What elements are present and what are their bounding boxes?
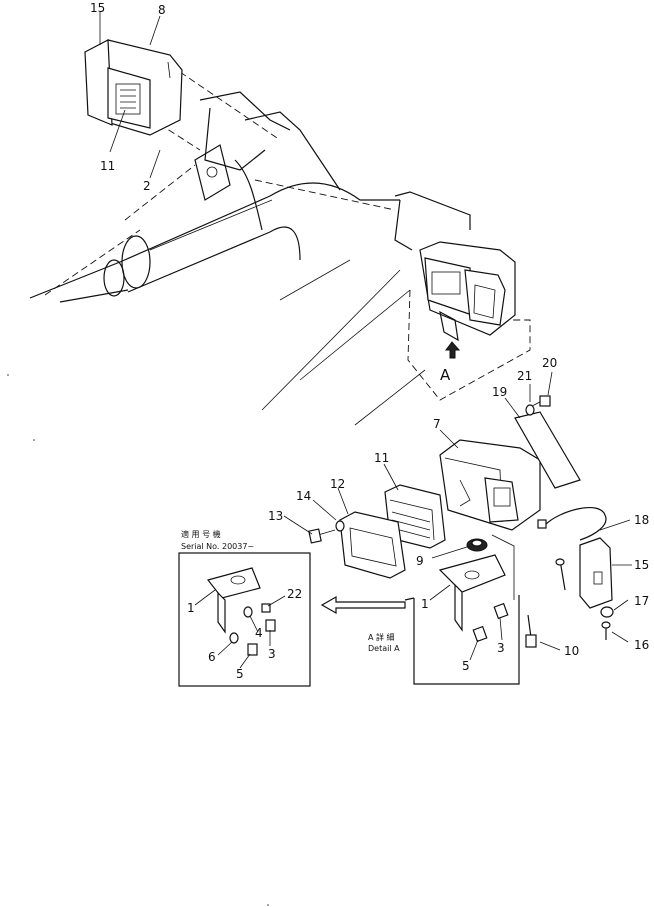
callout-17: 17 <box>634 594 649 608</box>
callout-11-top: 11 <box>100 159 115 173</box>
callout-1-detail: 1 <box>421 597 429 611</box>
detail-title-jp: A 詳 細 <box>368 632 395 642</box>
callout-15-mid: 15 <box>634 558 649 572</box>
gasket-12 <box>339 511 406 579</box>
detail-a-box <box>404 534 537 685</box>
callout-7: 7 <box>433 417 441 431</box>
callout-1-inset: 1 <box>187 601 195 615</box>
leader-lines <box>99 12 632 669</box>
callout-labels: 15 8 11 2 A 20 21 19 7 11 12 14 13 18 9 … <box>90 1 649 681</box>
callout-2: 2 <box>143 179 151 193</box>
lamp-housing-7 <box>439 439 541 531</box>
callout-16: 16 <box>634 638 649 652</box>
inset-title-jp: 適 用 号 機 <box>181 529 221 539</box>
callout-20: 20 <box>542 356 557 370</box>
work-lamp-upper <box>84 39 183 136</box>
callout-18: 18 <box>634 513 649 527</box>
callout-13: 13 <box>268 509 283 523</box>
callout-6: 6 <box>208 650 216 664</box>
callout-8: 8 <box>158 3 166 17</box>
inset-serial-box <box>178 552 406 687</box>
callout-11-mid: 11 <box>374 451 389 465</box>
callout-19: 19 <box>492 385 507 399</box>
callout-10: 10 <box>564 644 579 658</box>
callout-5-detail: 5 <box>462 659 470 673</box>
callout-5-inset: 5 <box>236 667 244 681</box>
callout-4: 4 <box>255 626 263 640</box>
callout-3-inset: 3 <box>268 647 276 661</box>
side-lamp-15 <box>537 506 614 640</box>
callout-12: 12 <box>330 477 345 491</box>
view-label-a: A <box>440 366 451 384</box>
captions: A 詳 細 Detail A 適 用 号 機 Serial No. 20037~ <box>181 529 400 653</box>
callout-14: 14 <box>296 489 311 503</box>
callout-21: 21 <box>517 369 532 383</box>
callout-22: 22 <box>287 587 302 601</box>
bolts-nuts <box>308 395 551 552</box>
callout-3-detail: 3 <box>497 641 505 655</box>
work-lamp-installed <box>407 241 531 401</box>
inset-serial: Serial No. 20037~ <box>181 542 254 551</box>
detail-title-en: Detail A <box>368 644 400 653</box>
callout-9: 9 <box>416 554 424 568</box>
callout-15-top: 15 <box>90 1 105 15</box>
axle-frame <box>29 71 471 426</box>
